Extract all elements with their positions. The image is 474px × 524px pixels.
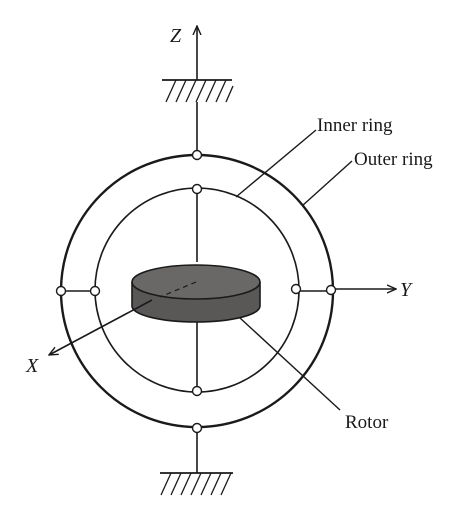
y-axis-label: Y xyxy=(400,279,413,301)
rotor-label: Rotor xyxy=(345,412,389,433)
hinge-outer-left xyxy=(55,285,67,297)
rotor-disk xyxy=(131,264,261,323)
x-axis-label: X xyxy=(25,355,39,377)
rotor-leader xyxy=(239,317,341,411)
top-ground-mount xyxy=(162,79,234,103)
hinge-outer-top xyxy=(191,149,203,161)
hinge-outer-bottom xyxy=(191,422,203,434)
z-axis-label: Z xyxy=(170,25,182,47)
outer-ring-label: Outer ring xyxy=(354,149,433,170)
inner-ring-label: Inner ring xyxy=(317,115,393,136)
x-axis-arrow xyxy=(49,299,153,355)
hinge-inner-right xyxy=(290,283,302,295)
hinge-outer-right xyxy=(325,284,337,296)
hinge-inner-top xyxy=(191,183,203,195)
outer-ring-leader xyxy=(301,160,353,207)
hinge-inner-left xyxy=(89,285,101,297)
bottom-ground-mount xyxy=(160,472,233,496)
inner-ring-leader xyxy=(235,129,317,198)
hinge-inner-bottom xyxy=(191,385,203,397)
